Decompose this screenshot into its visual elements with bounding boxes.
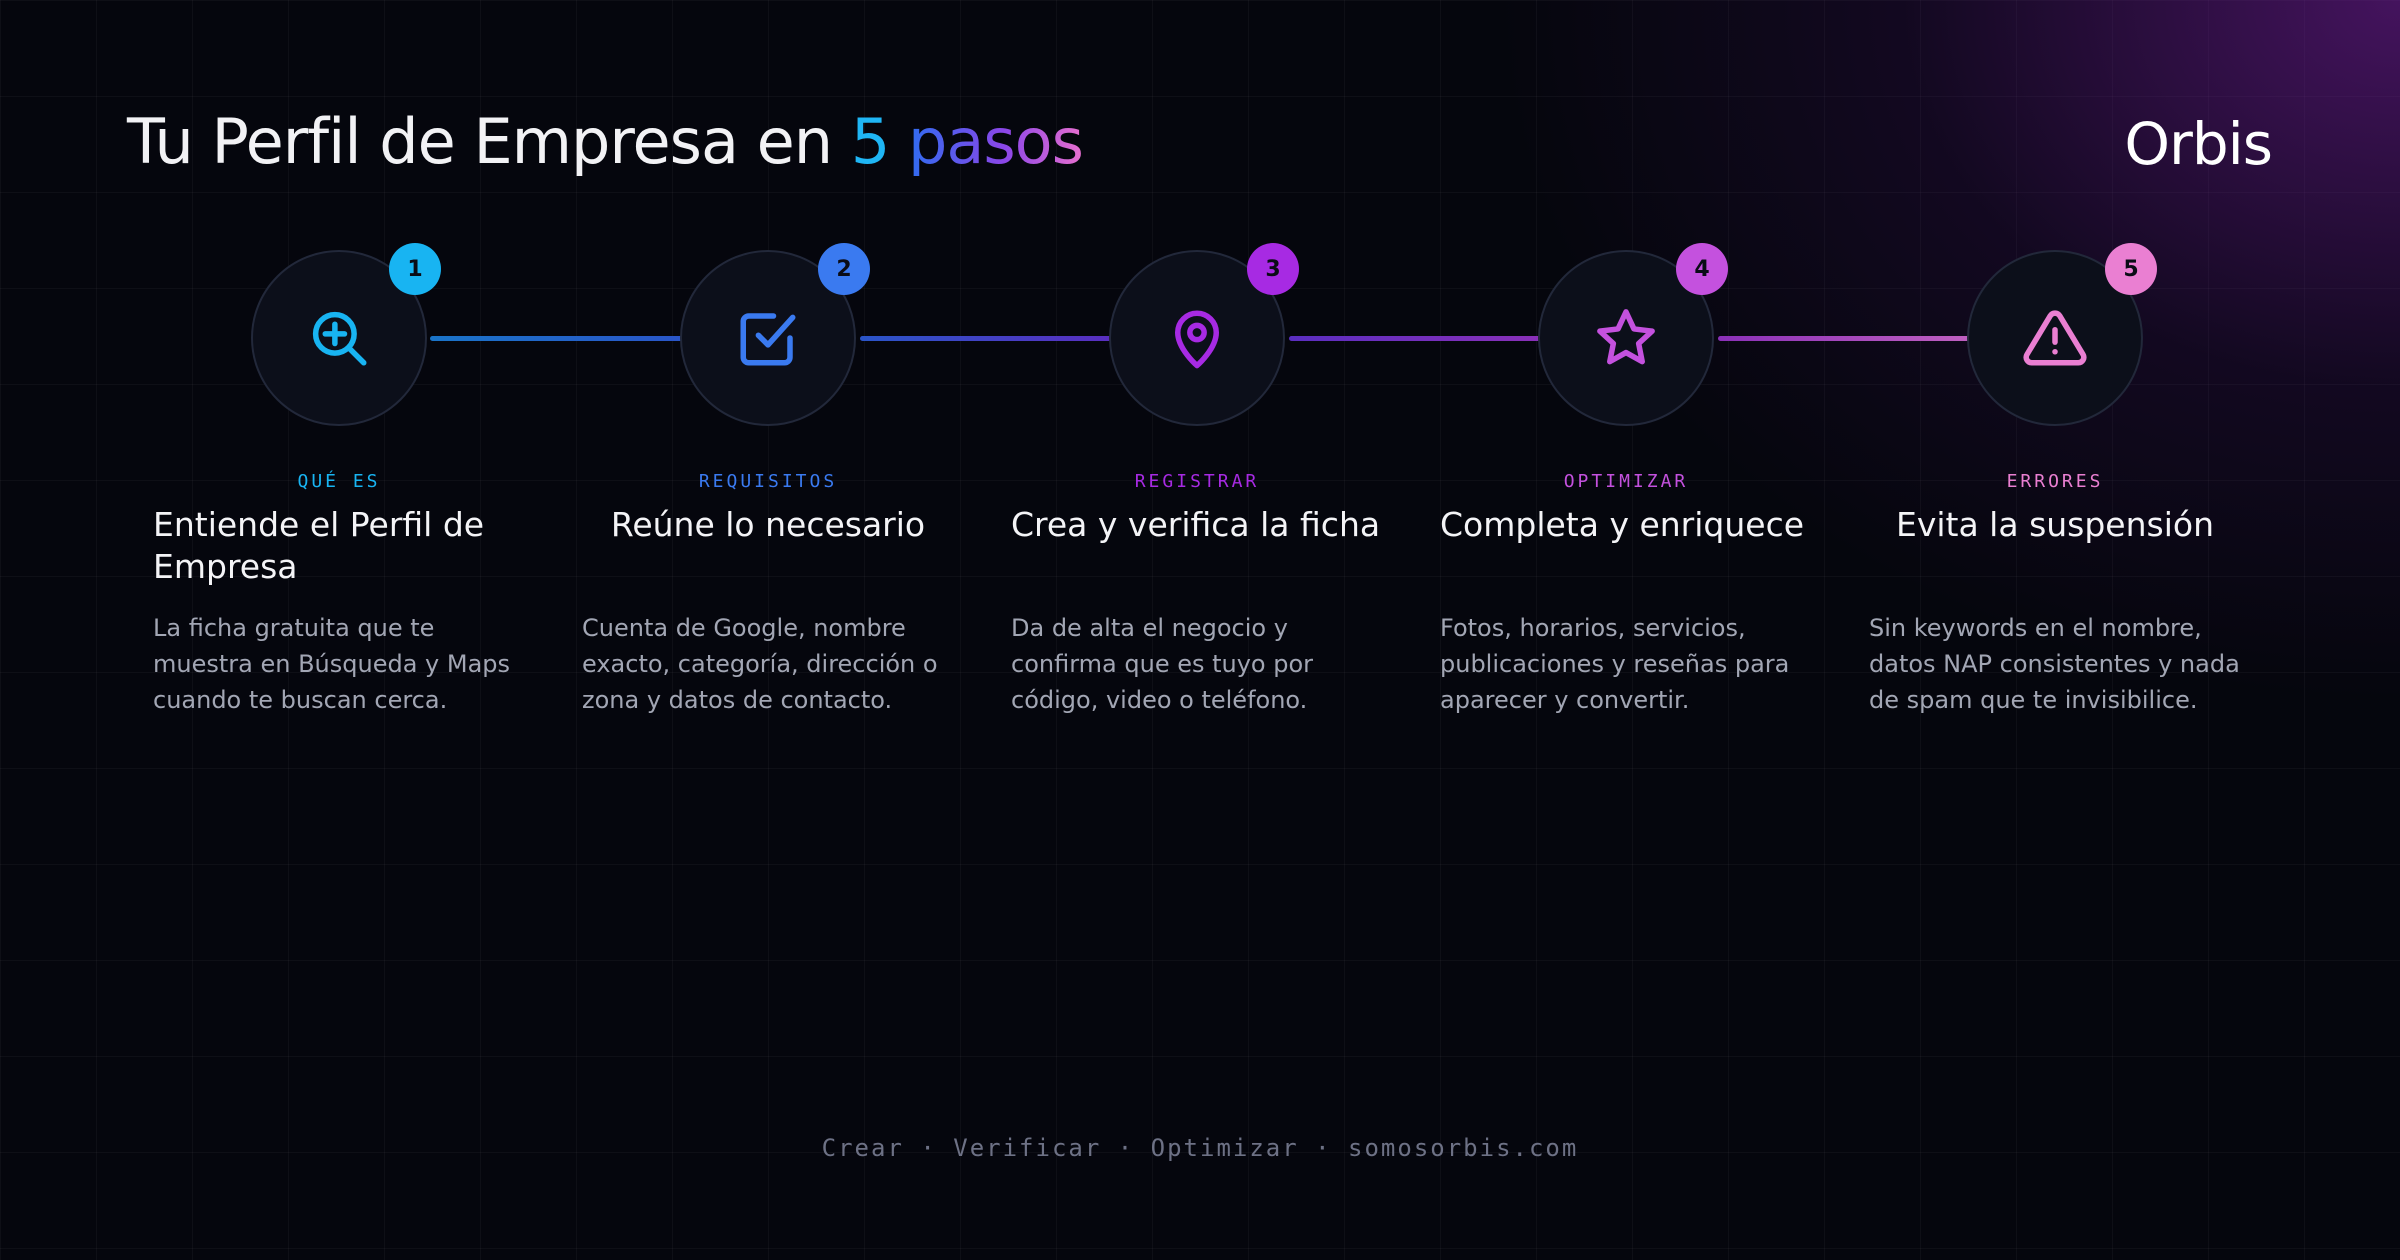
connector-line xyxy=(1718,336,1972,341)
step-kicker: REGISTRAR xyxy=(1134,471,1260,492)
step-number-badge: 4 xyxy=(1676,243,1728,295)
zoom-in-icon xyxy=(312,311,367,366)
brand-logo: Orbis xyxy=(2124,110,2273,178)
connector-line xyxy=(860,336,1114,341)
title-word: pasos xyxy=(908,105,1084,178)
step-description: Sin keywords en el nombre, datos NAP con… xyxy=(1869,614,2240,714)
title-prefix: Tu Perfil de Empresa en xyxy=(127,105,833,178)
footer-tagline: Crear · Verificar · Optimizar · somosorb… xyxy=(821,1134,1579,1162)
page-title: Tu Perfil de Empresa en 5 pasos xyxy=(127,96,1084,188)
star-icon xyxy=(1597,309,1655,365)
connector-line xyxy=(1289,336,1543,341)
step-card-5: 5 ERRORES Evita la suspensión Sin keywor… xyxy=(1869,0,2299,780)
step-card-3: 3 REGISTRAR Crea y verifica la ficha Da … xyxy=(1011,0,1441,780)
step-kicker: REQUISITOS xyxy=(698,471,838,492)
step-number-badge: 5 xyxy=(2105,243,2157,295)
map-pin-icon xyxy=(1175,310,1219,369)
step-heading: Completa y enriquece xyxy=(1440,505,1805,544)
step-description: Fotos, horarios, servicios, publicacione… xyxy=(1440,614,1790,714)
step-circle xyxy=(1967,250,2143,426)
connector-line xyxy=(430,336,684,341)
step-kicker: OPTIMIZAR xyxy=(1563,471,1689,492)
step-heading: Entiende el Perfil de Empresa xyxy=(153,505,485,586)
step-description: La ficha gratuita que te muestra en Búsq… xyxy=(153,614,511,714)
step-kicker: ERRORES xyxy=(2006,471,2104,492)
step-kicker: QUÉ ES xyxy=(297,471,381,492)
step-card-1: 1 QUÉ ES Entiende el Perfil de Empresa L… xyxy=(153,0,583,780)
checkbox-icon xyxy=(740,313,796,366)
step-number-badge: 3 xyxy=(1247,243,1299,295)
step-card-2: 2 REQUISITOS Reúne lo necesario Cuenta d… xyxy=(582,0,1012,780)
step-heading: Evita la suspensión xyxy=(1895,505,2214,544)
warning-triangle-icon xyxy=(2023,310,2087,366)
title-number: 5 xyxy=(850,105,890,178)
step-card-4: 4 OPTIMIZAR Completa y enriquece Fotos, … xyxy=(1440,0,1870,780)
step-heading: Reúne lo necesario xyxy=(610,505,926,544)
step-heading: Crea y verifica la ficha xyxy=(1011,505,1381,544)
step-number-badge: 1 xyxy=(389,243,441,295)
step-number-badge: 2 xyxy=(818,243,870,295)
step-description: Da de alta el negocio y confirma que es … xyxy=(1011,614,1314,714)
step-description: Cuenta de Google, nombre exacto, categor… xyxy=(582,614,938,714)
